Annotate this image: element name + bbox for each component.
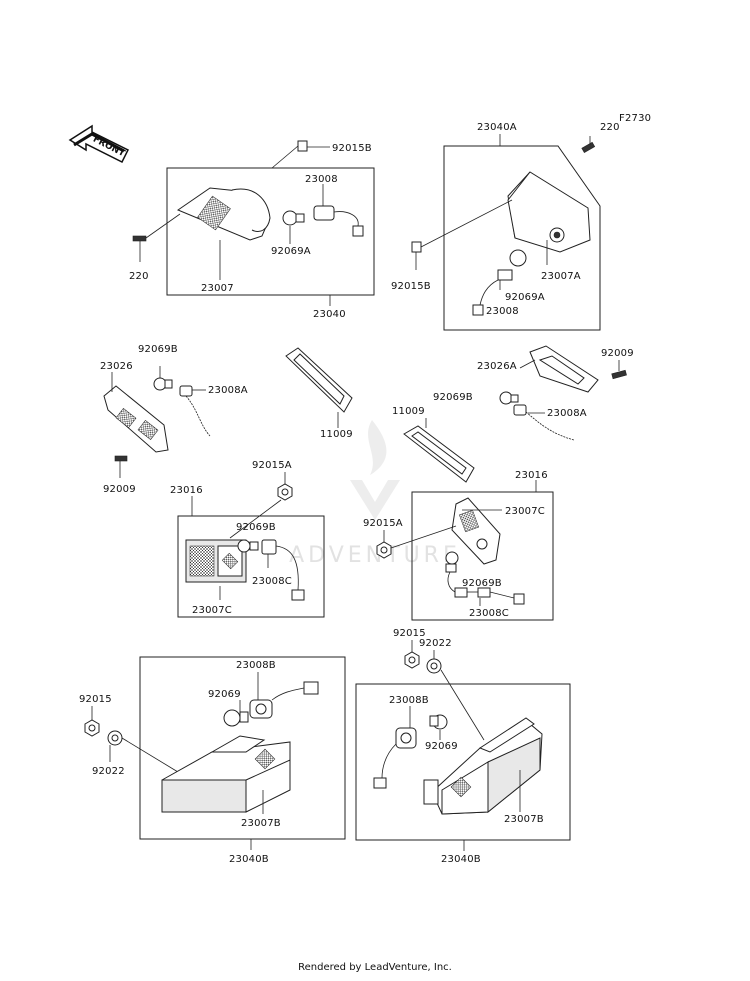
assembly-23016-right-frame xyxy=(411,491,554,621)
label-23007: 23007 xyxy=(201,283,234,294)
label-92015b-right: 92015B xyxy=(391,281,431,292)
gasket-11009-right: 11009 xyxy=(392,406,475,483)
footer-credit: Rendered by LeadVenture, Inc. xyxy=(298,962,452,973)
label-23008a-left: 23008A xyxy=(208,385,248,396)
label-23040: 23040 xyxy=(313,309,346,320)
assembly-23040-frame xyxy=(166,167,375,296)
part-23026a: 23026A 92009 92069B 23008A xyxy=(433,345,634,441)
label-23007c-left: 23007C xyxy=(192,605,232,616)
part-23026: 92069B 23026 23008A 92009 xyxy=(100,344,248,495)
label-92069b-rbox: 92069B xyxy=(462,578,502,589)
label-92015-left: 92015 xyxy=(79,694,112,705)
label-23008c-right: 23008C xyxy=(469,608,509,619)
label-23008c-left: 23008C xyxy=(252,576,292,587)
label-92022-right: 92022 xyxy=(419,638,452,649)
label-23008b-left: 23008B xyxy=(236,660,276,671)
label-92069a-right: 92069A xyxy=(505,292,545,303)
label-220-right: 220 xyxy=(600,122,620,133)
label-23008a-right: 23008A xyxy=(547,408,587,419)
label-23040b-right: 23040B xyxy=(441,854,481,865)
label-92069a-left: 92069A xyxy=(271,246,311,257)
label-23007a: 23007A xyxy=(541,271,581,282)
label-23008b-right: 23008B xyxy=(389,695,429,706)
assembly-23016-left-frame xyxy=(177,515,325,618)
label-23016-right: 23016 xyxy=(515,470,548,481)
watermark-logo: ADVENTURE xyxy=(289,420,461,568)
label-23007b-left: 23007B xyxy=(241,818,281,829)
assembly-23016-left: 92015A 23016 92069B 23008C 23007C xyxy=(170,460,325,618)
label-92015-right: 92015 xyxy=(393,628,426,639)
assembly-23040b-right-frame xyxy=(355,683,571,841)
assembly-23040b-right: 92015 92022 23008B 92069 23007B 23040B xyxy=(355,628,571,865)
label-92015b-top: 92015B xyxy=(332,143,372,154)
front-arrow-icon: FRONT xyxy=(68,124,130,164)
assembly-23040b-left: 23008B 92069 92015 92022 23007B 23040B xyxy=(79,656,346,865)
label-92069b-right: 92069B xyxy=(433,392,473,403)
label-23040a: 23040A xyxy=(477,122,517,133)
assembly-23040a: 23040A 220 92015B 23007A 92069A 23008 xyxy=(391,122,620,331)
label-23008-top: 23008 xyxy=(305,174,338,185)
watermark-text: ADVENTURE xyxy=(289,543,461,568)
gasket-11009-mid: 11009 xyxy=(285,347,353,440)
label-23007c-right: 23007C xyxy=(505,506,545,517)
assembly-23040b-left-frame xyxy=(139,656,346,840)
label-92022-left: 92022 xyxy=(92,766,125,777)
label-92069-right: 92069 xyxy=(425,741,458,752)
label-23026: 23026 xyxy=(100,361,133,372)
label-23007b-right: 23007B xyxy=(504,814,544,825)
label-23040b-left: 23040B xyxy=(229,854,269,865)
label-92015a-right: 92015A xyxy=(363,518,403,529)
label-220-left: 220 xyxy=(129,271,149,282)
label-92069b-left: 92069B xyxy=(138,344,178,355)
diagram-code: F2730 xyxy=(619,113,651,124)
label-92069b-mid: 92069B xyxy=(236,522,276,533)
label-92009-right: 92009 xyxy=(601,348,634,359)
assembly-23016-right: 23016 23007C 92015A 92069B 23008C xyxy=(363,470,554,621)
label-23016-left: 23016 xyxy=(170,485,203,496)
label-11009-mid: 11009 xyxy=(320,429,353,440)
label-23026a: 23026A xyxy=(477,361,517,372)
label-92069-left: 92069 xyxy=(208,689,241,700)
label-92015a-left: 92015A xyxy=(252,460,292,471)
label-92009-left: 92009 xyxy=(103,484,136,495)
assembly-23040a-frame xyxy=(443,145,601,331)
assembly-23040: 92015B 23008 92069A 220 23007 23040 xyxy=(129,140,375,320)
label-23008-right: 23008 xyxy=(486,306,519,317)
label-11009-right: 11009 xyxy=(392,406,425,417)
